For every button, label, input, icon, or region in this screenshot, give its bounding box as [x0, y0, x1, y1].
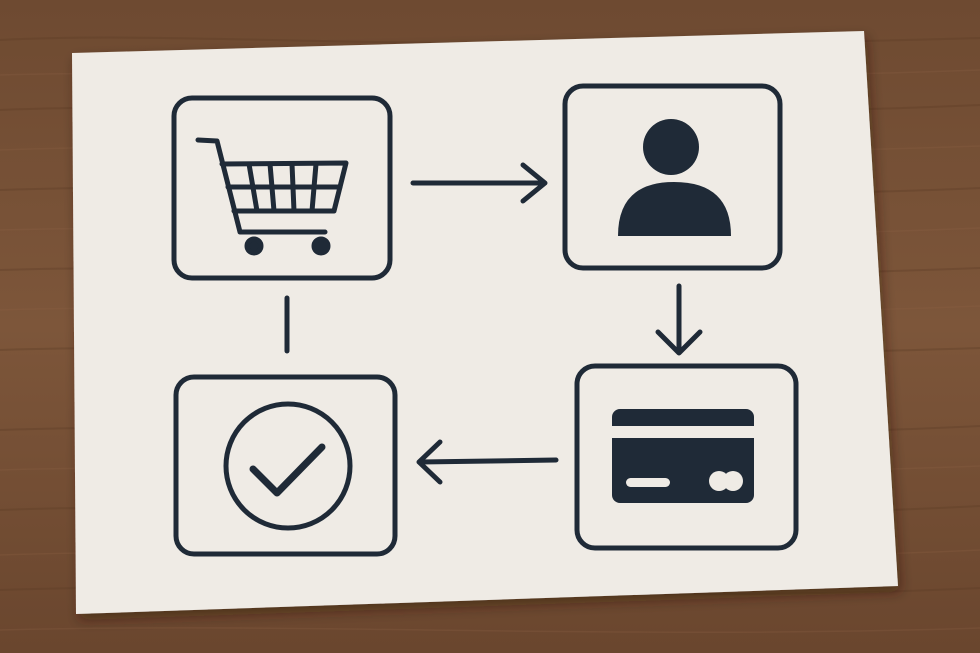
paper-card	[72, 31, 898, 614]
credit-card-icon	[612, 409, 754, 503]
arrow-payment-to-confirm	[416, 439, 559, 485]
shopping-cart-icon	[195, 137, 349, 256]
check-circle-icon	[223, 401, 353, 531]
node-payment	[574, 363, 799, 551]
user-icon	[618, 119, 731, 236]
arrow-cart-to-user	[410, 162, 548, 204]
arrow-user-to-payment	[655, 283, 703, 356]
node-confirm	[173, 374, 398, 557]
node-cart	[171, 95, 393, 281]
node-user	[562, 83, 783, 271]
